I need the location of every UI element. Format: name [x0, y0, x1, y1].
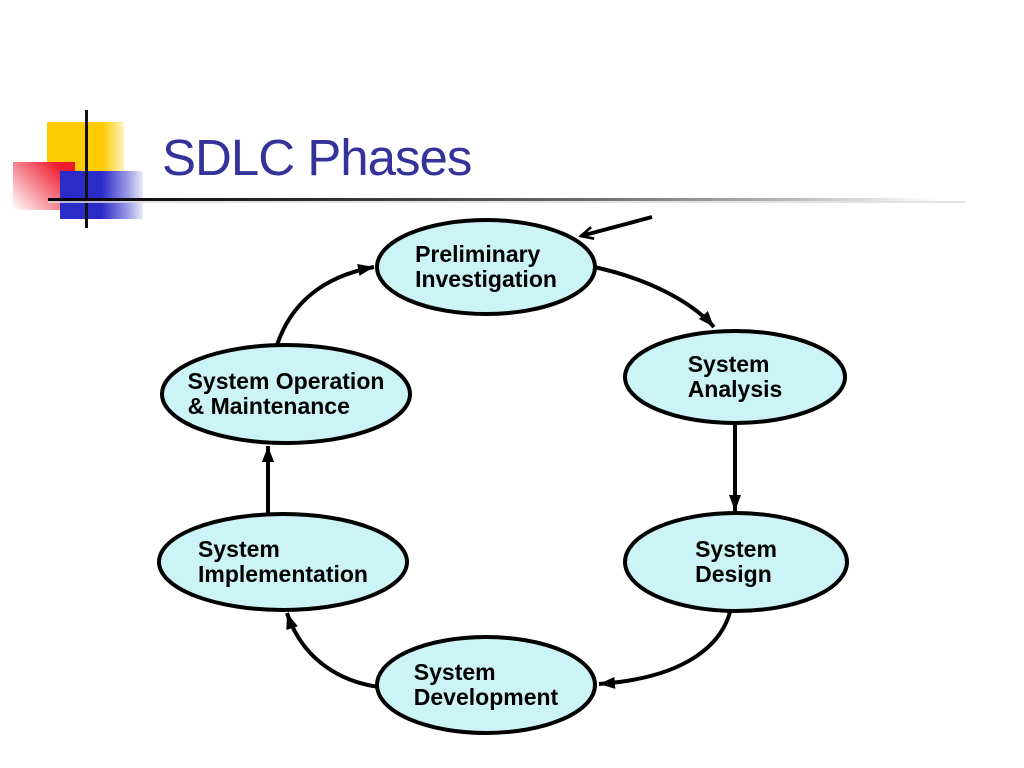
- decoration-vertical-line: [85, 110, 88, 228]
- slide-title: SDLC Phases: [162, 129, 472, 186]
- title-underline: [48, 198, 965, 201]
- node-preliminary-investigation: [375, 218, 597, 316]
- node-system-design: [623, 511, 849, 613]
- node-system-implementation: [157, 512, 409, 612]
- arrow-design-to-development: [598, 607, 733, 689]
- corner-decoration: [0, 0, 200, 260]
- node-system-development: [375, 635, 597, 735]
- node-system-operation-maintenance: [160, 343, 412, 445]
- arrow-preliminary-to-analysis: [593, 265, 716, 329]
- decoration-blue-square: [60, 171, 143, 219]
- entry-arrow: [578, 215, 653, 240]
- node-system-analysis: [623, 329, 847, 425]
- arrow-development-to-implementation: [285, 612, 380, 689]
- arrow-operation-to-preliminary: [275, 264, 375, 346]
